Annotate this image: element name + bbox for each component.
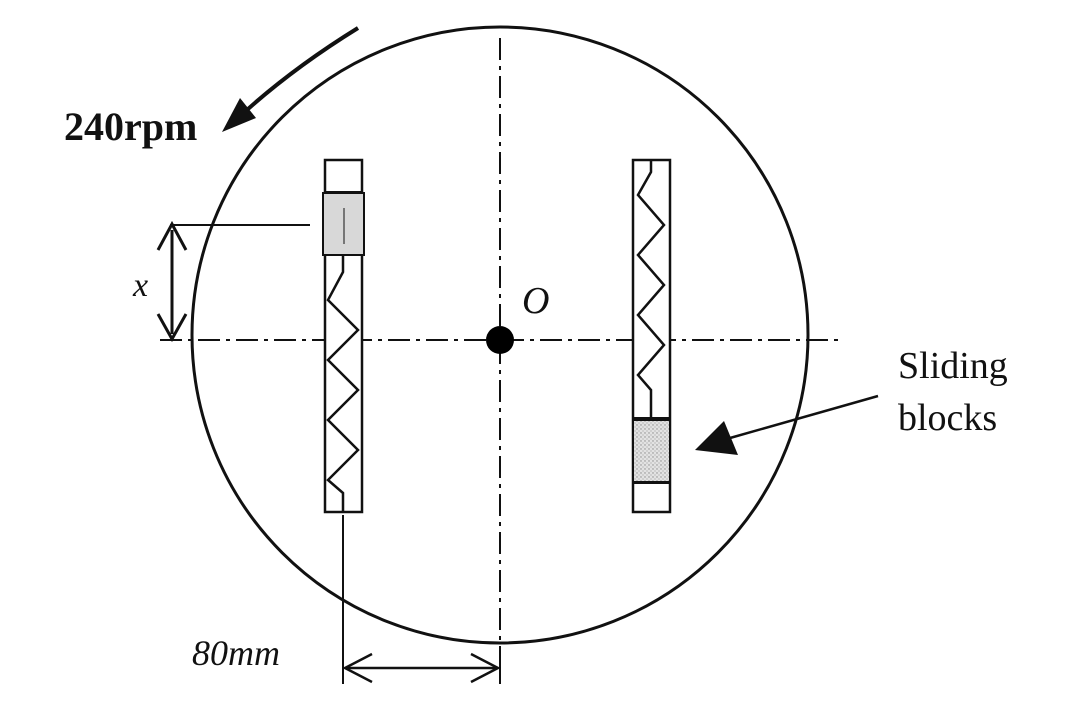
x-label: x xyxy=(132,267,148,304)
left-spring xyxy=(326,255,360,512)
offset-arrow-left xyxy=(342,652,373,684)
center-label: O xyxy=(522,280,549,322)
center-point xyxy=(486,326,514,354)
rotation-arc xyxy=(236,26,360,120)
right-spring xyxy=(636,160,666,418)
x-arrow-bottom xyxy=(156,313,188,343)
rotating-disc xyxy=(190,25,810,645)
speed-label: 240rpm xyxy=(64,104,197,149)
x-arrow-top xyxy=(156,220,188,251)
right-sliding-block xyxy=(632,419,671,483)
offset-label: 80mm xyxy=(192,633,280,673)
sliding-blocks-pointer-line xyxy=(729,394,879,440)
offset-arrow-right xyxy=(470,652,501,684)
sliding-blocks-arrowhead xyxy=(695,421,738,455)
sliding-label-line2: blocks xyxy=(898,397,997,439)
sliding-label-line1: Sliding xyxy=(898,345,1008,387)
rotation-arrowhead xyxy=(222,98,256,132)
